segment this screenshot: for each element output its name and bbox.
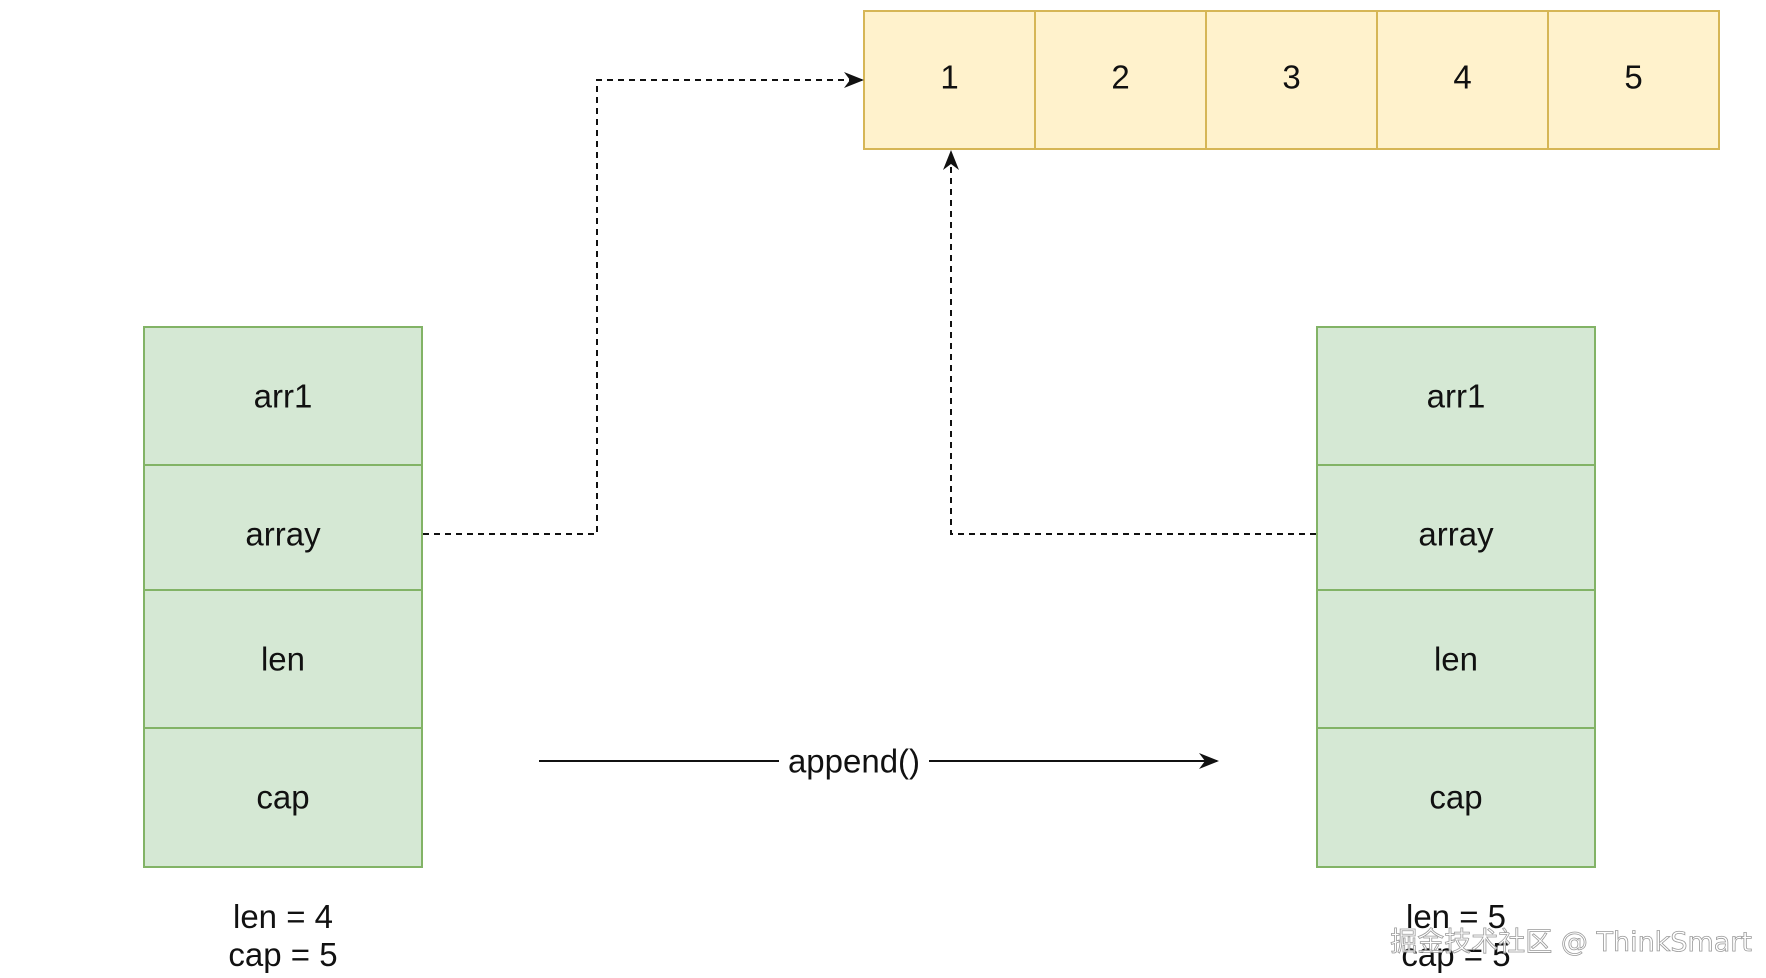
left-caption-cap: cap = 5 xyxy=(228,936,337,973)
right-field-cap: cap xyxy=(1316,727,1596,868)
left-caption-len: len = 4 xyxy=(233,898,333,935)
right-field-len-label: len xyxy=(1434,641,1478,678)
left-array-pointer xyxy=(423,72,864,535)
array-cell-4: 4 xyxy=(1376,10,1549,150)
right-field-arr1: arr1 xyxy=(1316,326,1596,466)
array-cell-2: 2 xyxy=(1034,10,1207,150)
array-cell-5: 5 xyxy=(1547,10,1720,150)
right-field-cap-label: cap xyxy=(1429,779,1482,816)
right-caption: len = 5 cap = 5 xyxy=(1401,898,1510,973)
left-field-len-label: len xyxy=(261,641,305,678)
array-cell-3-value: 3 xyxy=(1282,59,1300,96)
underlying-array: 1 2 3 4 5 xyxy=(863,10,1720,150)
append-label: append() xyxy=(788,743,920,780)
left-field-len: len xyxy=(143,589,423,729)
array-cell-2-value: 2 xyxy=(1111,59,1129,96)
right-field-arr1-label: arr1 xyxy=(1427,378,1486,415)
array-cell-1-value: 1 xyxy=(940,59,958,96)
right-caption-cap: cap = 5 xyxy=(1401,936,1510,973)
left-caption: len = 4 cap = 5 xyxy=(228,898,337,973)
array-cell-3: 3 xyxy=(1205,10,1378,150)
left-field-array: array xyxy=(143,464,423,591)
right-caption-len: len = 5 xyxy=(1406,898,1506,935)
right-field-len: len xyxy=(1316,589,1596,729)
left-slice-struct: arr1 array len cap xyxy=(143,326,423,868)
left-field-array-label: array xyxy=(245,516,321,553)
left-field-arr1: arr1 xyxy=(143,326,423,466)
right-field-array-label: array xyxy=(1418,516,1494,553)
right-field-array: array xyxy=(1316,464,1596,591)
right-slice-struct: arr1 array len cap xyxy=(1316,326,1596,868)
left-field-arr1-label: arr1 xyxy=(254,378,313,415)
array-cell-4-value: 4 xyxy=(1453,59,1471,96)
array-cell-1: 1 xyxy=(863,10,1036,150)
right-array-pointer xyxy=(943,150,1316,535)
left-field-cap-label: cap xyxy=(256,779,309,816)
array-cell-5-value: 5 xyxy=(1624,59,1642,96)
watermark-text: 掘金技术社区 @ ThinkSmart xyxy=(1390,927,1752,958)
left-field-cap: cap xyxy=(143,727,423,868)
append-arrow: append() xyxy=(539,743,1219,780)
